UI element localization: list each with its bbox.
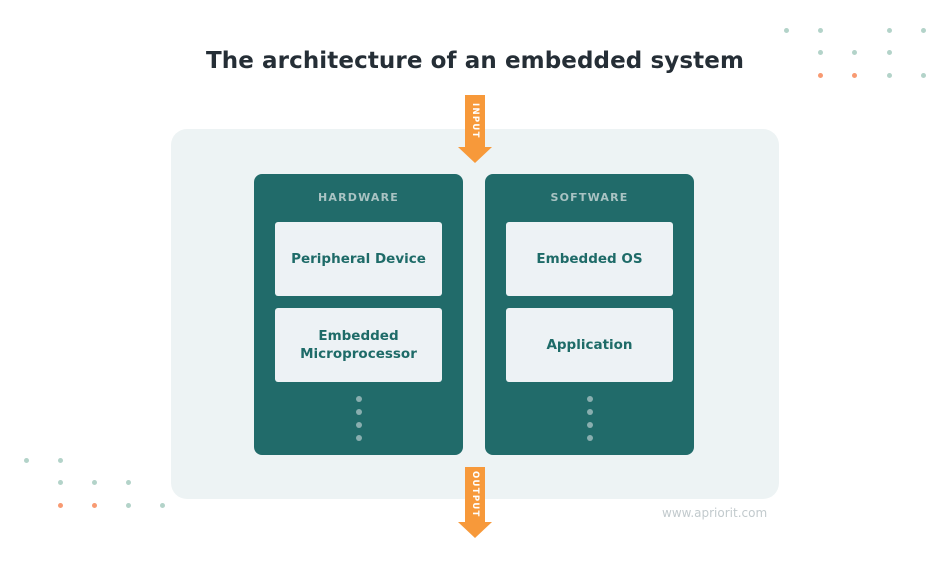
- embedded-os-box: Embedded OS: [506, 222, 673, 296]
- output-arrow: OUTPUT: [458, 467, 492, 538]
- diagram-title: The architecture of an embedded system: [205, 48, 745, 74]
- more-items-dots-icon: [586, 396, 594, 448]
- arrow-down-icon: [458, 147, 492, 163]
- output-arrow-shaft: [465, 467, 485, 522]
- output-label: OUTPUT: [470, 471, 480, 518]
- input-arrow: INPUT: [458, 95, 492, 163]
- hardware-heading: HARDWARE: [317, 191, 400, 204]
- box-label: Embedded OS: [536, 251, 643, 267]
- more-items-dots-icon: [355, 396, 363, 448]
- box-label: Application: [546, 337, 633, 353]
- software-column: SOFTWARE Embedded OS Application: [485, 174, 694, 455]
- input-arrow-shaft: [465, 95, 485, 147]
- embedded-microprocessor-box: Embedded Microprocessor: [275, 308, 442, 382]
- box-label: Peripheral Device: [291, 251, 426, 267]
- software-heading: SOFTWARE: [550, 191, 629, 204]
- hardware-column: HARDWARE Peripheral Device Embedded Micr…: [254, 174, 463, 455]
- arrow-down-icon: [458, 522, 492, 538]
- application-box: Application: [506, 308, 673, 382]
- watermark: www.apriorit.com: [662, 506, 768, 520]
- input-label: INPUT: [470, 103, 480, 139]
- peripheral-device-box: Peripheral Device: [275, 222, 442, 296]
- box-label: Embedded Microprocessor: [300, 328, 417, 362]
